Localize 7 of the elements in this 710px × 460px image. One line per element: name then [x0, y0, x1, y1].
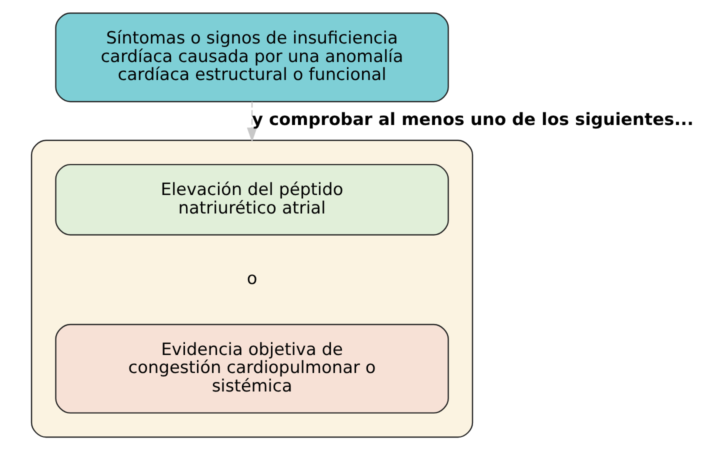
node-box: Evidencia objetiva de congestión cardiopulmonar o sistémica	[55, 324, 449, 414]
cluster	[30, 140, 474, 438]
node-box: Elevación del péptido natriurético atrial	[55, 164, 449, 236]
node-box: Síntomas o signos de insuficiencia cardíaca causada por una anomalía cardíaca estructural o funcional	[55, 12, 449, 102]
arrow	[246, 102, 258, 142]
label: o	[246, 268, 258, 288]
edge-label: y comprobar al menos uno de los siguientes...	[252, 108, 694, 129]
